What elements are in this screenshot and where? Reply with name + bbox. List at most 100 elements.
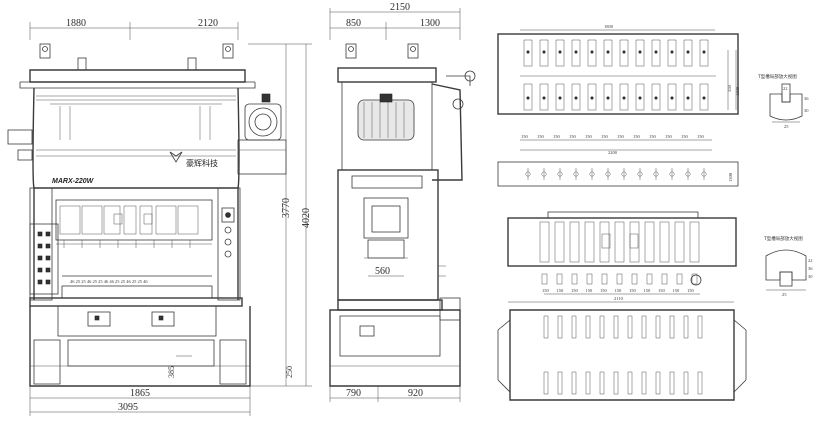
slide-slot (629, 221, 640, 263)
slide-side-slot-top (557, 315, 563, 339)
slide-slot (614, 221, 625, 263)
control-panel-buttons (37, 231, 51, 285)
bolster-hole (622, 50, 626, 54)
bolster-slot-top (683, 39, 693, 67)
bolster-slot-top (619, 39, 629, 67)
slide-slot (674, 221, 685, 263)
slide-slot (539, 221, 550, 263)
base-leg-right (219, 339, 247, 385)
slide-slot-end (541, 273, 548, 285)
bolster-hole (686, 96, 690, 100)
bolster-width-dim: 1800 (604, 24, 614, 29)
slide-side-slot-bottom (641, 371, 647, 395)
slide-side-slot-top (683, 315, 689, 339)
slide-slot (659, 221, 670, 263)
slide-side-slot-top (585, 315, 591, 339)
side-top-dim-1300: 1300 (420, 18, 440, 29)
bolster-row-dim: 150 (521, 134, 529, 139)
bolster-hole (670, 96, 674, 100)
bolster-side-dim-350: 350 (727, 85, 732, 93)
side-inner-dim-560: 560 (375, 266, 390, 277)
right-controls (221, 207, 235, 258)
slide-row-dim: 150 (673, 288, 681, 293)
slide-side-slot-bottom (585, 371, 591, 395)
bolster-slot-top (571, 39, 581, 67)
slide-slot (554, 221, 565, 263)
bolster-row-dim: 150 (617, 134, 625, 139)
bed-marks: 46 25 25 46 25 25 46 46 25 25 46 25 25 4… (70, 279, 148, 284)
side-lug-left-hole (348, 46, 354, 52)
slide-slot-end (676, 273, 683, 285)
lifting-lugs (39, 43, 234, 71)
bolster-hole (622, 96, 626, 100)
front-height-dims (176, 43, 312, 387)
slide-row-dim: 150 (557, 288, 565, 293)
slide-row-dim: 150 (687, 288, 695, 293)
bolster-row-dim: 150 (601, 134, 609, 139)
bed-window-left-mark (94, 315, 100, 321)
slide-bottom-notches (63, 240, 191, 248)
crown-vent-ticks (36, 106, 236, 157)
slide-center-window (629, 233, 639, 249)
bolster-slot-top (587, 39, 597, 67)
brand-strip: 豪辉科技 MARX-220W (52, 151, 218, 185)
slide-slot (569, 221, 580, 263)
slide-row-dim: 150 (571, 288, 579, 293)
slide-side-slot-top (697, 315, 703, 339)
side-base-panel (339, 315, 441, 357)
front-bottom-dim-3095: 3095 (118, 402, 138, 413)
brand-cn: 豪辉科技 (186, 158, 218, 168)
base-dim-250: 250 (285, 366, 294, 378)
side-frame-block (351, 175, 423, 189)
slide-side-slot-top (571, 315, 577, 339)
bolster-hole (590, 96, 594, 100)
side-bottom-dim-790: 790 (346, 388, 361, 399)
slide-side-slot-top (627, 315, 633, 339)
slide-row-dim: 150 (600, 288, 608, 293)
slide-side-slot-bottom (655, 371, 661, 395)
bolster-hole (638, 50, 642, 54)
slide-side-slot-bottom (669, 371, 675, 395)
bolster-detail-dim-25: 25 (784, 124, 789, 129)
slide-slot-end (586, 273, 593, 285)
side-valve-icon (452, 98, 464, 110)
bed-front-panel (57, 305, 217, 337)
slide-side-slot-top (613, 315, 619, 339)
bolster-slot-bottom (523, 83, 533, 111)
bolster-hole (654, 96, 658, 100)
slide-slot-end (601, 273, 608, 285)
front-top-dim-1: 1880 (66, 18, 86, 29)
slide-row-dim: 150 (615, 288, 623, 293)
bolster-hole (638, 96, 642, 100)
slide-slot-end (616, 273, 623, 285)
side-frame (337, 169, 439, 301)
left-side-block (17, 149, 33, 161)
side-pressure-gauge-icon (464, 70, 476, 82)
bolster-row-dim: 150 (697, 134, 705, 139)
bolster-slot-bottom (603, 83, 613, 111)
side-view: 2150 850 1300 (329, 2, 476, 402)
slide-row-dim: 150 (629, 288, 637, 293)
bolster-slot-top (651, 39, 661, 67)
bolster-detail-dim-22: 22 (783, 86, 788, 91)
brand-model: MARX-220W (52, 178, 95, 185)
side-slide-inner (371, 205, 401, 233)
bolster-t-slots (520, 39, 716, 111)
slide-row-dim: 150 (542, 288, 550, 293)
control-panel (29, 223, 59, 295)
bolster-row-dim: 150 (649, 134, 657, 139)
slide-side-slot-bottom (557, 371, 563, 395)
bolster-hole (702, 96, 706, 100)
slide-side-slot-bottom (571, 371, 577, 395)
bolster-side-dim-1200: 1200 (735, 86, 740, 96)
slide-side-slot-bottom (543, 371, 549, 395)
right-column (217, 187, 241, 301)
bolster-side-holes (525, 168, 707, 180)
slide-detail-dim-30: 30 (808, 274, 813, 279)
slide-side-slot-top (655, 315, 661, 339)
emergency-stop-icon (225, 212, 231, 218)
motor-junction-icon (261, 93, 271, 103)
slide-side-slot-bottom (683, 371, 689, 395)
bolster-row-dim: 150 (585, 134, 593, 139)
brand-logo-icon (169, 151, 183, 163)
